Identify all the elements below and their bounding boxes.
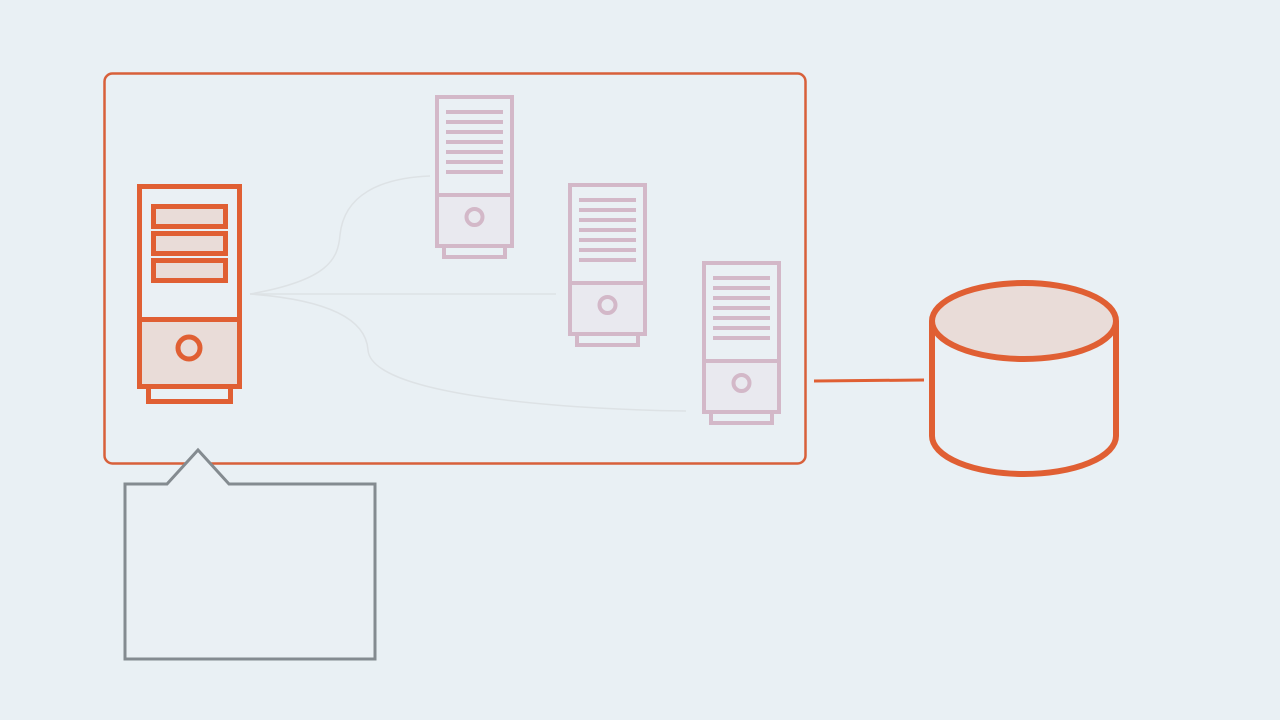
connector-replica-1 <box>249 175 431 295</box>
replica-server-icon-2 <box>568 183 647 347</box>
connector-replica-3 <box>249 293 687 412</box>
replica-server-icon-1 <box>435 95 514 259</box>
database-cylinder-icon <box>929 280 1119 477</box>
replication-connectors <box>249 175 687 412</box>
replica-server-icon-3 <box>702 261 781 425</box>
callout-box <box>123 447 377 661</box>
cluster-frame <box>103 72 807 465</box>
primary-server-icon <box>137 184 242 404</box>
database-link <box>813 378 925 383</box>
